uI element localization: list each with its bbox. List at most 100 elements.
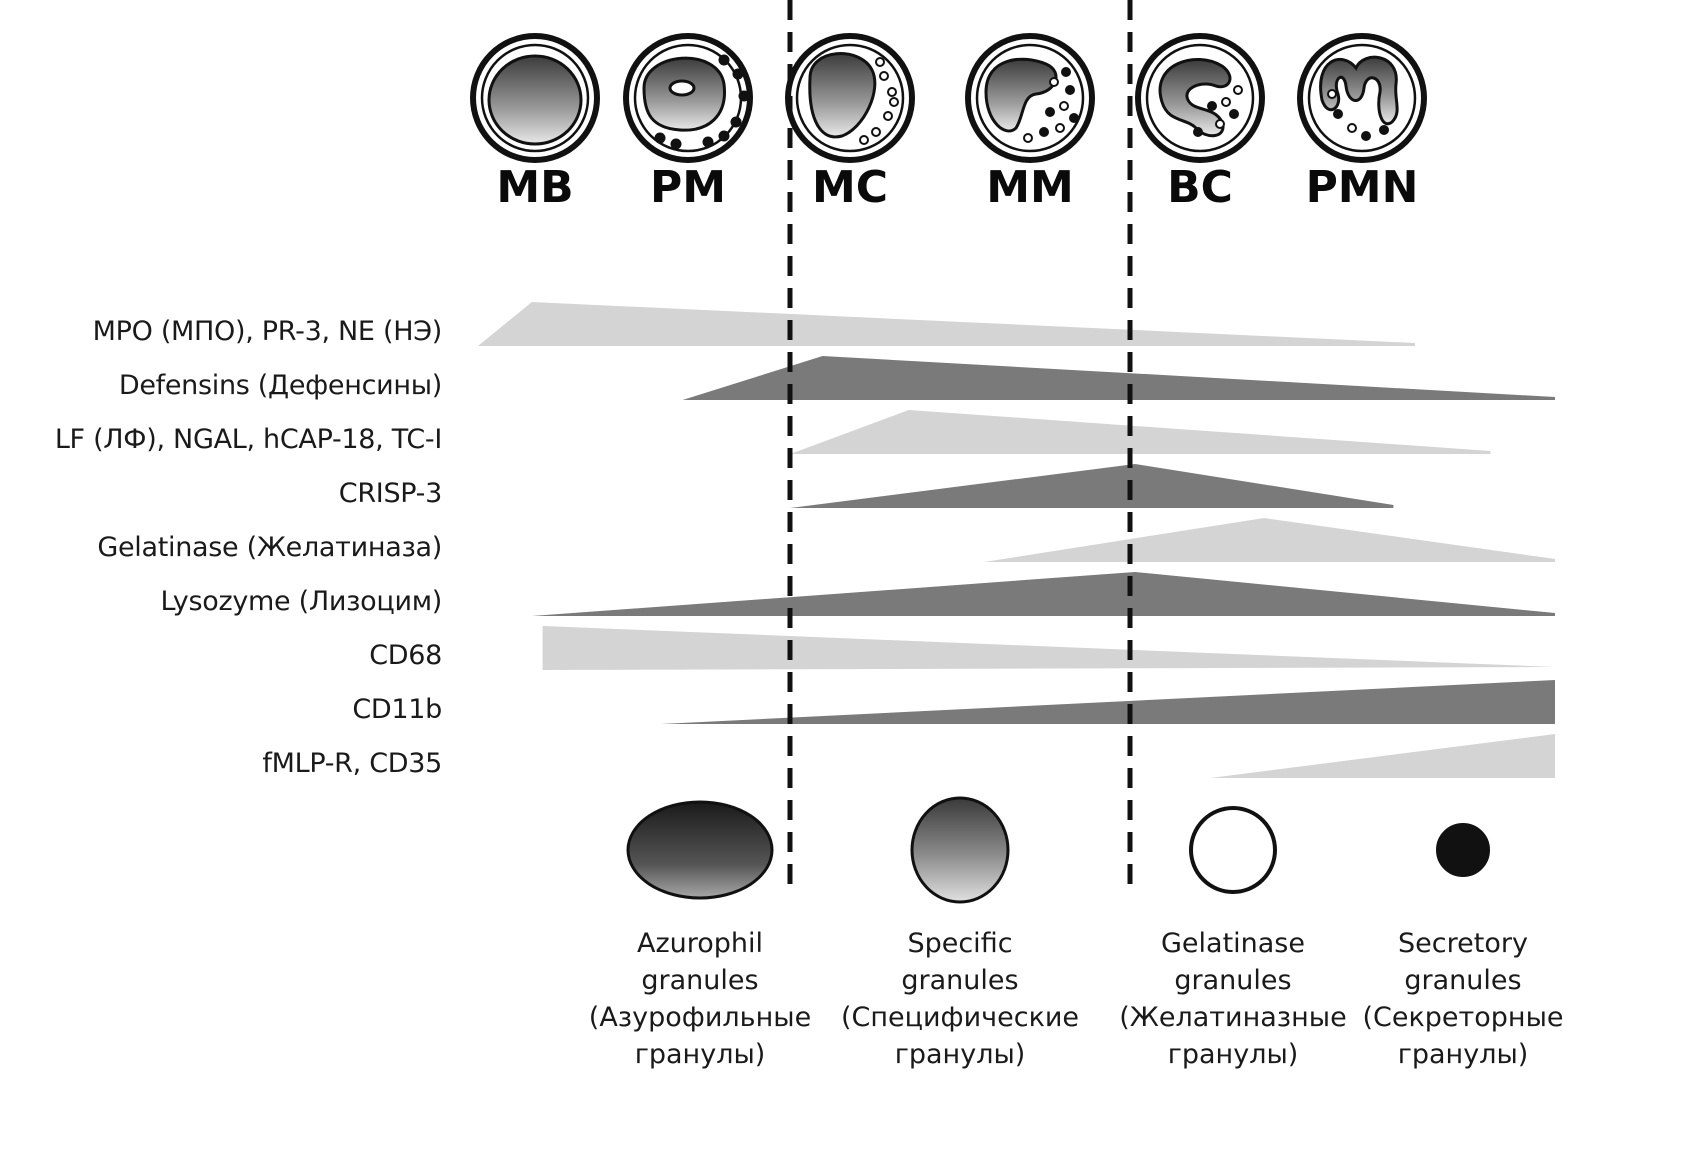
granule-dot xyxy=(889,97,899,107)
granule-label-line3: (Специфические xyxy=(841,1002,1079,1033)
granule-label-line4: гранулы) xyxy=(1168,1039,1299,1070)
stage-label-mm: MM xyxy=(986,162,1074,213)
marker-label: fMLP-R, CD35 xyxy=(262,748,442,779)
granule-dot xyxy=(871,127,881,137)
granule-label-line4: гранулы) xyxy=(1398,1039,1529,1070)
granule-dot xyxy=(1215,119,1225,129)
granule-label-line1: Specific xyxy=(907,928,1012,959)
granule-dot xyxy=(1069,113,1079,123)
marker-label: LF (ЛФ), NGAL, hCAP-18, TC-I xyxy=(55,424,442,455)
granule-dot xyxy=(1229,109,1239,119)
granule-dot xyxy=(859,135,869,145)
granule-dot xyxy=(1207,101,1217,111)
granule-dot xyxy=(1347,123,1357,133)
granule-label-line2: granules xyxy=(901,965,1018,996)
granule-dot xyxy=(1379,125,1389,135)
granule-dot xyxy=(718,130,730,142)
marker-labels: MPO (МПО), PR-3, NE (НЭ) Defensins (Дефен… xyxy=(55,316,442,779)
marker-label: CD68 xyxy=(369,640,442,671)
granule-dot xyxy=(732,68,744,80)
nucleus-pmn xyxy=(1319,55,1399,126)
granule-label-line3: (Секреторные xyxy=(1362,1002,1563,1033)
granule-dot xyxy=(1193,127,1203,137)
granule-labels: Azurophilgranules(Азурофильныегранулы)Sp… xyxy=(589,928,1564,1070)
granule-icon-specific xyxy=(910,796,1010,904)
cell-mm xyxy=(965,33,1095,163)
marker-label: CD11b xyxy=(352,694,442,725)
wedge-4 xyxy=(790,464,1394,508)
stage-label-pmn: PMN xyxy=(1306,162,1419,213)
stage-label-mb: MB xyxy=(496,162,573,213)
marker-label: CRISP-3 xyxy=(339,478,442,509)
granule-dot xyxy=(879,71,889,81)
nucleus-mb xyxy=(487,54,583,146)
granule-label-line2: granules xyxy=(1174,965,1291,996)
granule-dot xyxy=(1059,101,1069,111)
granule-label-line2: granules xyxy=(641,965,758,996)
granule-icon-secretory xyxy=(1436,823,1490,877)
marker-label: Lysozyme (Лизоцим) xyxy=(161,586,442,617)
granule-dot xyxy=(730,116,742,128)
granule-label-line4: гранулы) xyxy=(635,1039,766,1070)
nucleus-mm xyxy=(984,57,1058,133)
granule-label-secretory: Secretory granules (Секреторные гранулы) xyxy=(1362,928,1563,1070)
granule-label-line3: (Желатиназные xyxy=(1119,1002,1346,1033)
marker-label: MPO (МПО), PR-3, NE (НЭ) xyxy=(93,316,442,347)
granule-dot xyxy=(1055,123,1065,133)
wedge-9 xyxy=(1210,734,1555,778)
wedge-7 xyxy=(542,626,1555,670)
granule-dot xyxy=(670,138,682,150)
granule-label-line2: granules xyxy=(1404,965,1521,996)
expression-wedges xyxy=(478,302,1555,778)
granule-dot xyxy=(875,57,885,67)
granule-icon-azurophil xyxy=(626,800,774,900)
granule-dot xyxy=(654,132,666,144)
cell-pmn xyxy=(1297,33,1427,163)
wedge-8 xyxy=(661,680,1555,724)
granule-dot xyxy=(1045,107,1055,117)
granule-label-specific: Specific granules (Специфические гранулы) xyxy=(841,928,1079,1070)
wedge-1 xyxy=(478,302,1415,346)
granule-label-line4: гранулы) xyxy=(895,1039,1026,1070)
cell-bc xyxy=(1135,33,1265,163)
granule-dot xyxy=(1361,131,1371,141)
granule-dot xyxy=(1065,85,1075,95)
stage-label-bc: BC xyxy=(1167,162,1233,213)
nucleus-mc xyxy=(808,52,877,139)
marker-label: Gelatinase (Желатиназа) xyxy=(97,532,442,563)
granule-dot xyxy=(1221,97,1231,107)
granule-icon-gelatinase xyxy=(1189,806,1277,894)
granule-label-line1: Gelatinase xyxy=(1161,928,1305,959)
granule-dot xyxy=(718,54,730,66)
granule-dot xyxy=(738,90,750,102)
granule-dot xyxy=(1333,109,1343,119)
wedge-5 xyxy=(984,518,1555,562)
wedge-6 xyxy=(531,572,1555,616)
granule-label-line1: Secretory xyxy=(1398,928,1528,959)
marker-label: Defensins (Дефенсины) xyxy=(119,370,442,401)
cell-mb xyxy=(470,33,600,163)
granule-icons xyxy=(626,796,1490,904)
granule-dot xyxy=(883,111,893,121)
cell-stages xyxy=(470,33,1427,163)
granule-dot xyxy=(1049,77,1059,87)
granule-label-azurophil: Azurophil granules (Азурофильные гранулы) xyxy=(589,928,811,1070)
granule-dot xyxy=(887,87,897,97)
granule-dot xyxy=(702,136,714,148)
granule-label-line1: Azurophil xyxy=(637,928,763,959)
granule-dot xyxy=(1327,89,1337,99)
stage-label-mc: MC xyxy=(812,162,888,213)
granule-dot xyxy=(1061,67,1071,77)
wedge-2 xyxy=(682,356,1555,400)
granule-dot xyxy=(1023,133,1033,143)
cell-mc xyxy=(785,33,915,163)
granule-label-line3: (Азурофильные xyxy=(589,1002,811,1033)
granule-dot xyxy=(1233,85,1243,95)
granule-dot xyxy=(1039,127,1049,137)
cell-pm xyxy=(623,33,753,163)
stage-dividers xyxy=(787,0,1133,890)
wedge-3 xyxy=(790,410,1491,454)
stage-label-pm: PM xyxy=(650,162,726,213)
stage-labels: MB PM MC MM BC PMN xyxy=(496,162,1418,213)
